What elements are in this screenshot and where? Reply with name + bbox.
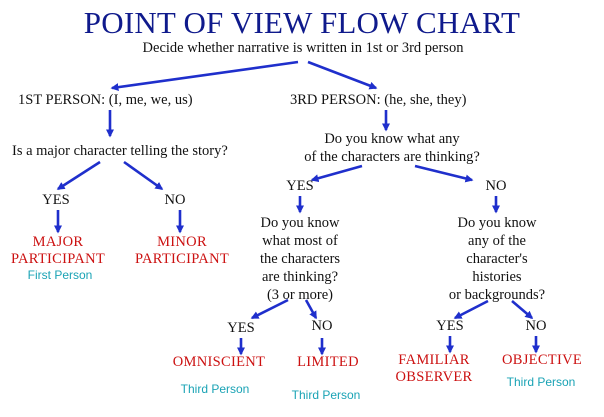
major-line-1: MAJOR [32,234,84,250]
third-no-label: NO [485,178,507,194]
omniscient-person-note: Third Person [180,382,250,396]
major-line-2: PARTICIPANT [10,251,106,267]
familiar-line-2: OBSERVER [395,369,473,385]
objective-result: OBJECTIVE [501,352,583,368]
first-no-label: NO [164,192,186,208]
most-question-line-4: are thinking? [261,269,339,285]
arrow-hist-yes [453,299,489,320]
minor-line-1: MINOR [157,234,207,250]
most-question-line-3: the characters [259,251,341,267]
omni-yes-label: YES [227,320,255,336]
hist-yes-label: YES [436,318,464,334]
arrow-first-yes [56,160,101,191]
first-yes-label: YES [42,192,70,208]
most-question-line-2: what most of [262,233,338,249]
first-person-note: First Person [27,268,93,282]
arrow-hist-no [511,300,534,319]
first-person-question: Is a major character telling the story? [12,143,228,159]
arrow-third-no [414,164,474,183]
minor-participant-result: MINOR PARTICIPANT [135,234,229,268]
chart-subtitle: Decide whether narrative is written in 1… [142,40,464,56]
limited-result: LIMITED [297,354,359,370]
histories-question: Do you know any of the character's histo… [449,214,545,304]
first-person-label: 1ST PERSON: (I, me, we, us) [18,92,193,108]
arrow-first-no [123,160,164,191]
third-question-line-2: of the characters are thinking? [304,149,480,165]
histories-question-line-1: Do you know [457,215,537,231]
most-question-line-1: Do you know [260,215,340,231]
major-participant-result: MAJOR PARTICIPANT [11,234,105,268]
hist-no-label: NO [525,318,547,334]
most-characters-question: Do you know what most of the characters … [260,214,340,304]
limited-person-note: Third Person [291,388,361,402]
histories-question-line-2: any of the [468,233,526,249]
arrow-to-third-person [307,60,378,90]
most-question-line-5: (3 or more) [266,287,334,303]
histories-question-line-5: or backgrounds? [448,287,546,303]
arrow-to-first-person [110,60,299,92]
minor-line-2: PARTICIPANT [134,251,230,267]
omni-no-label: NO [311,318,333,334]
arrow-omni-no [304,299,318,320]
objective-person-note: Third Person [506,375,576,389]
third-person-question: Do you know what any of the characters a… [304,130,480,166]
third-person-label: 3RD PERSON: (he, she, they) [290,92,467,108]
omniscient-result: OMNISCIENT [172,354,266,370]
histories-question-line-4: histories [472,269,522,285]
chart-title: POINT OF VIEW FLOW CHART [83,5,521,40]
third-yes-label: YES [286,178,314,194]
third-question-line-1: Do you know what any [324,131,460,147]
arrow-third-yes [310,164,363,183]
familiar-observer-result: FAMILIAR OBSERVER [396,352,473,386]
familiar-line-1: FAMILIAR [398,352,470,368]
arrow-omni-yes [250,298,289,320]
histories-question-line-3: character's [466,251,528,267]
